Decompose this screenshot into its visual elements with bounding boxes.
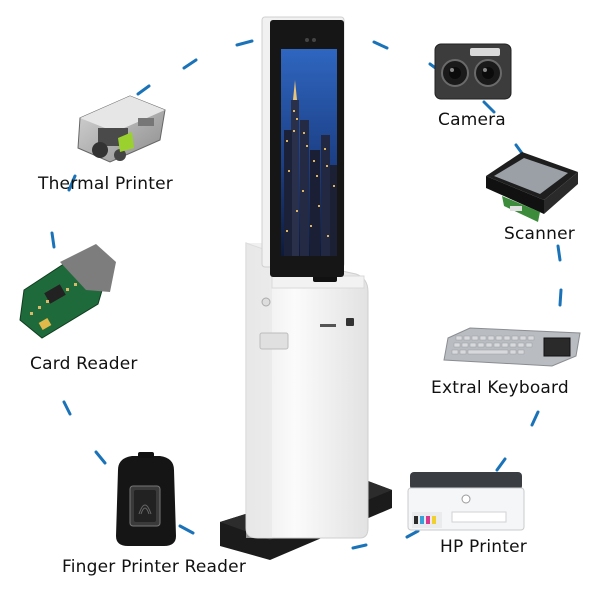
city-skyline bbox=[284, 80, 337, 256]
usb-slot bbox=[346, 318, 354, 326]
card-slot bbox=[320, 324, 336, 327]
label-card-reader: Card Reader bbox=[30, 354, 138, 374]
keyboard-image bbox=[443, 327, 581, 367]
scanner-image bbox=[486, 152, 578, 222]
label-finger-reader: Finger Printer Reader bbox=[62, 557, 247, 577]
hp-printer-image bbox=[407, 472, 525, 531]
front-camera-dot bbox=[305, 38, 309, 42]
receipt-slot bbox=[259, 332, 289, 350]
label-camera: Camera bbox=[438, 110, 506, 130]
fingerprint-reader-image bbox=[116, 452, 176, 546]
kiosk bbox=[220, 16, 392, 560]
card-reader-image bbox=[19, 244, 116, 339]
power-button bbox=[261, 297, 271, 307]
label-scanner: Scanner bbox=[504, 224, 575, 244]
thermal-printer-image bbox=[77, 95, 166, 163]
camera-image bbox=[434, 43, 512, 100]
label-thermal-printer: Thermal Printer bbox=[38, 174, 173, 194]
label-hp-printer: HP Printer bbox=[440, 537, 527, 557]
label-keyboard: Extral Keyboard bbox=[431, 378, 569, 398]
